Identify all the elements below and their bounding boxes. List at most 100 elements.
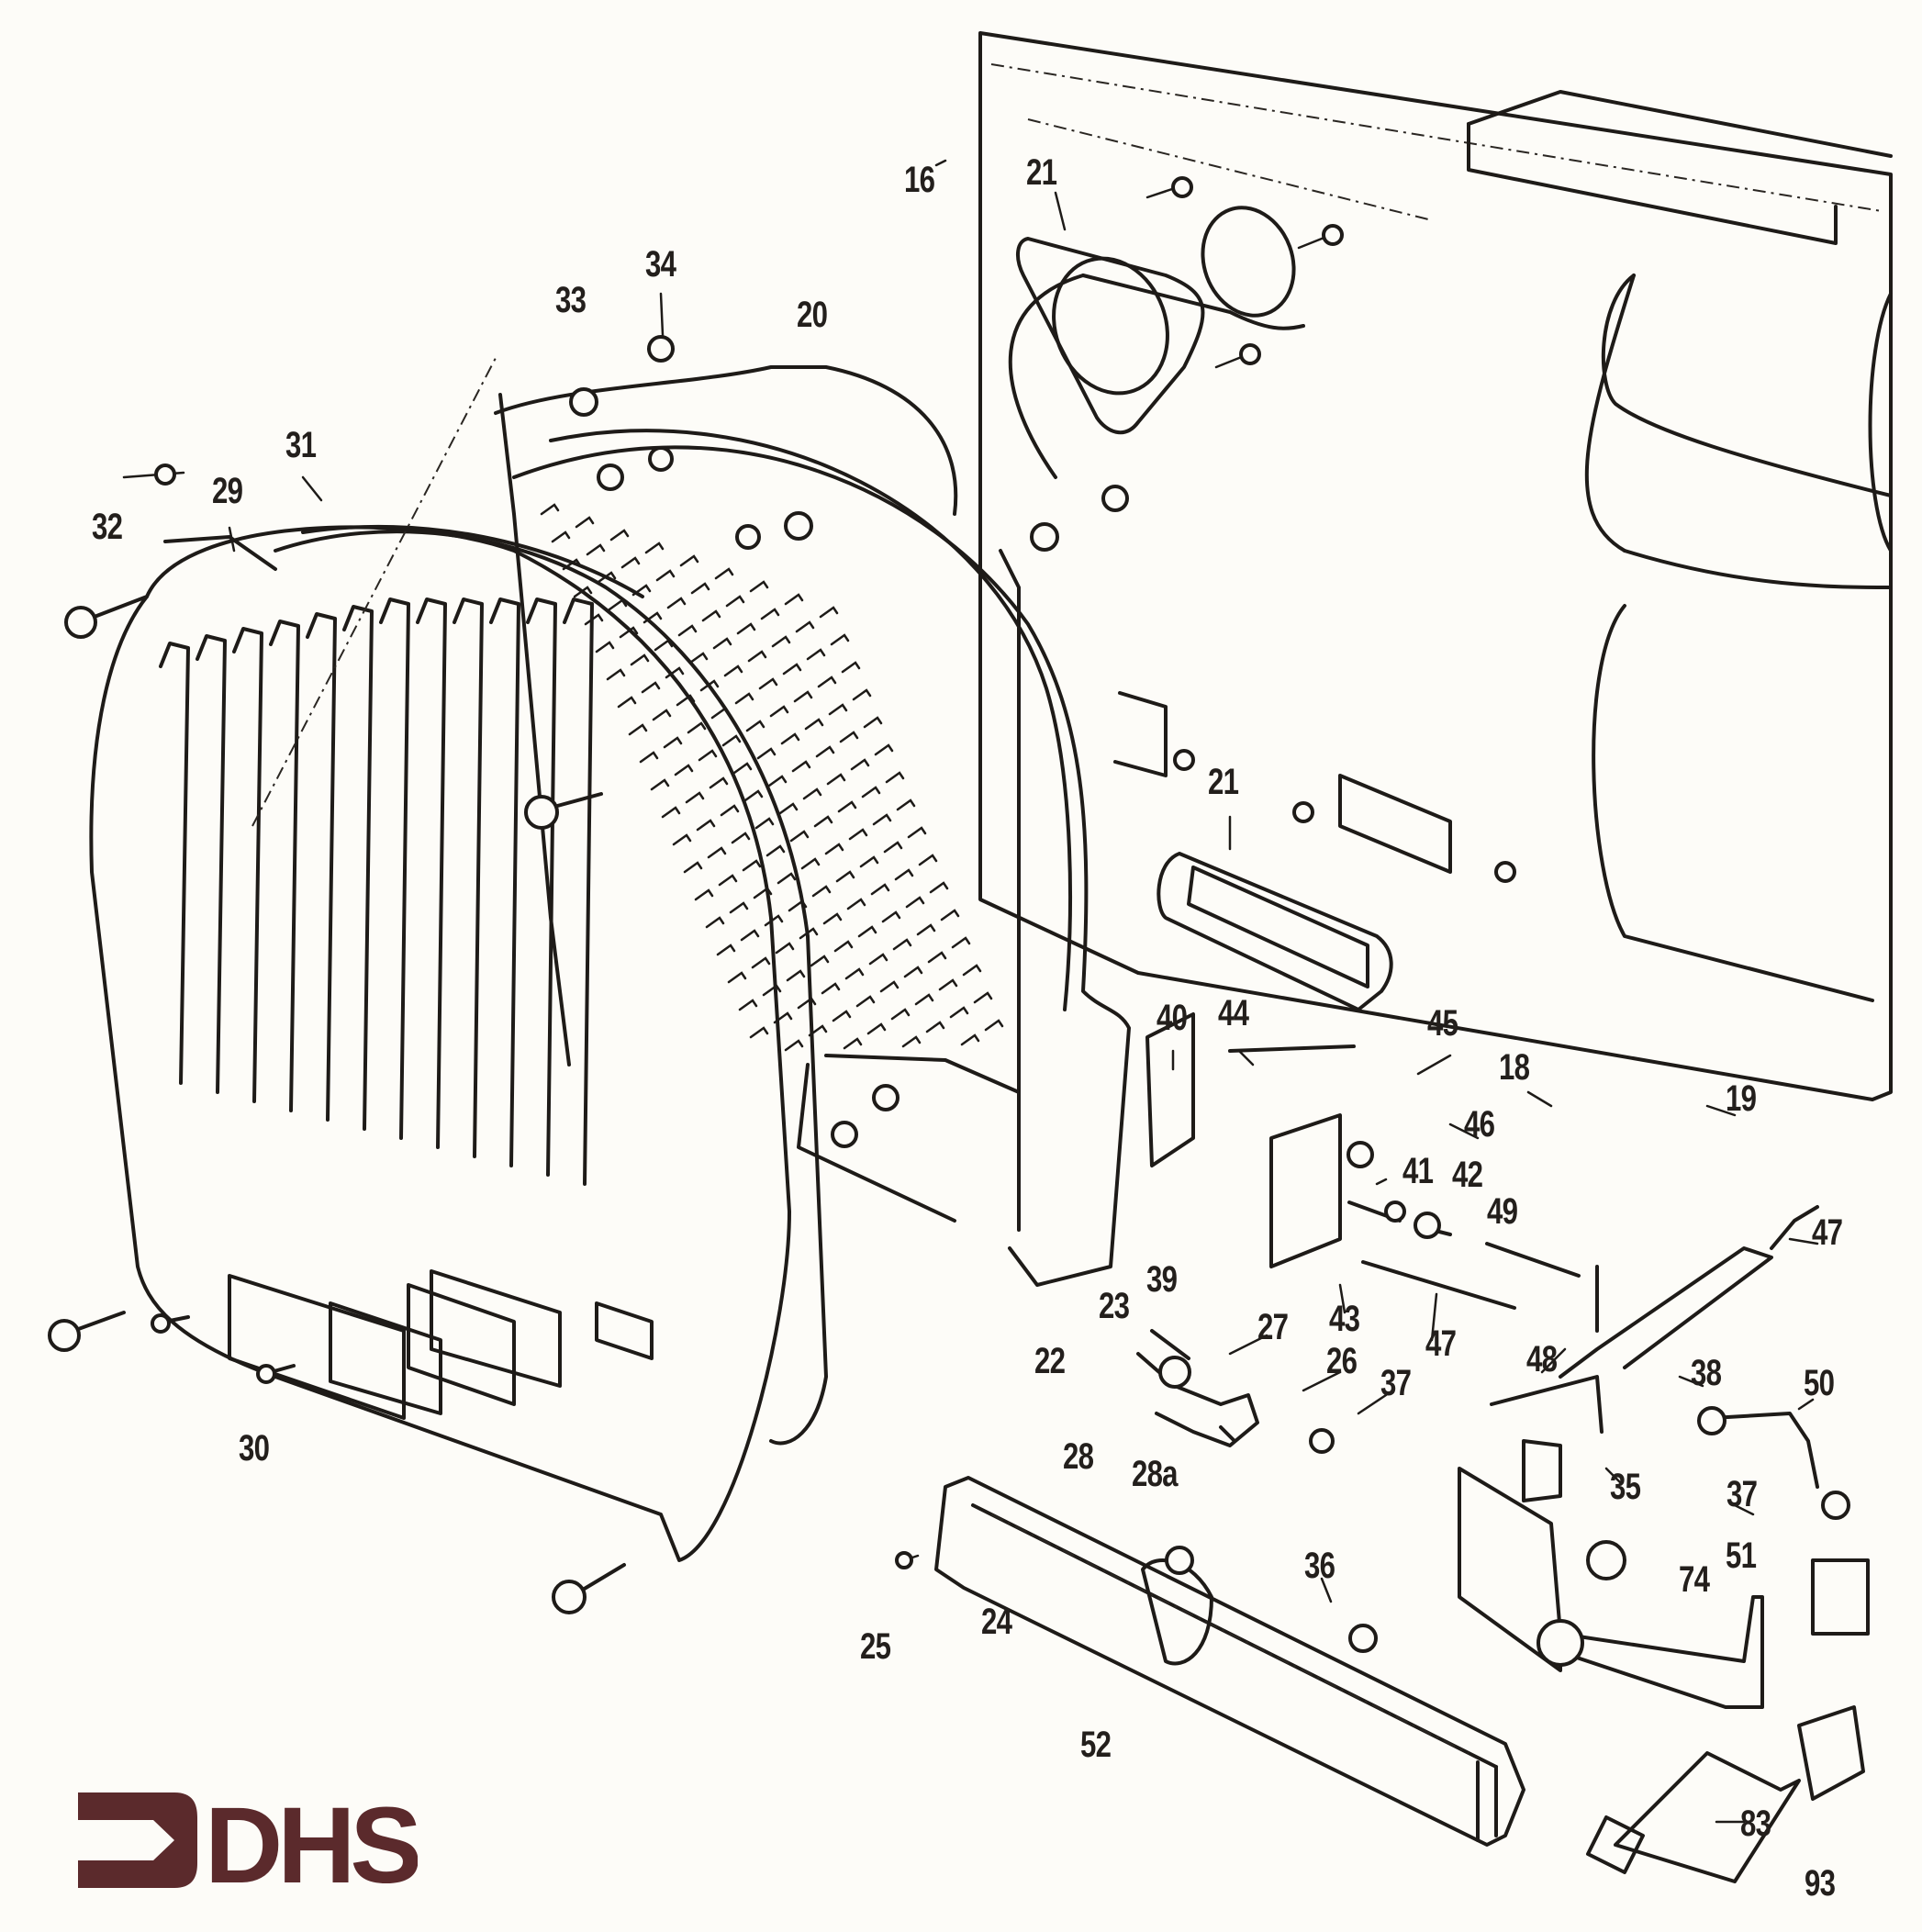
grid-vent (837, 800, 857, 813)
grid-vent (655, 569, 676, 582)
grid-vent (784, 593, 804, 606)
grid-vent (630, 653, 650, 666)
grid-vent (712, 637, 732, 650)
grid-vent (747, 650, 767, 663)
grid-vent (800, 857, 821, 870)
grid-vent (650, 778, 670, 791)
back-panel (978, 31, 1893, 1101)
grid-vent (765, 844, 786, 857)
grid-vent (892, 938, 912, 951)
flue-gasket (1016, 176, 1344, 552)
callout-46: 46 (1464, 1104, 1495, 1145)
callout-18: 18 (1499, 1047, 1530, 1088)
grid-vent (938, 978, 958, 991)
callout-33: 33 (555, 280, 587, 320)
leader-lines (228, 159, 1819, 1824)
grid-vent (672, 833, 692, 846)
grid-vent (863, 716, 883, 729)
grid-vent (679, 554, 699, 567)
grid-vent (890, 1008, 911, 1021)
grid-vent (960, 1033, 980, 1046)
callout-32: 32 (92, 507, 123, 547)
grid-vent (718, 874, 738, 887)
grid-vent (688, 652, 709, 664)
grid-vent (725, 595, 745, 608)
louvre-slot (159, 642, 190, 1085)
grid-vent (716, 944, 736, 956)
grid-vent (738, 999, 758, 1011)
grid-vent (903, 966, 923, 978)
grid-vent (870, 883, 890, 896)
louvre-slot (526, 597, 557, 1177)
grid-vent (690, 582, 710, 595)
grid-vent (620, 556, 641, 569)
arrow-bracket-icon (78, 1792, 197, 1888)
grid-vent (874, 743, 894, 756)
grid-vent (743, 789, 764, 802)
grid-vent (841, 661, 861, 674)
grid-vent (789, 830, 810, 843)
grid-vent (685, 791, 705, 804)
grid-vent (962, 964, 982, 977)
callout-44: 44 (1218, 993, 1249, 1033)
grid-vent (784, 1039, 804, 1052)
callout-27: 27 (1257, 1307, 1289, 1347)
grid-vent (745, 720, 765, 732)
grid-vent (777, 872, 797, 885)
grid-vent (852, 688, 872, 701)
grid-vent (797, 997, 817, 1010)
callout-74: 74 (1679, 1559, 1710, 1600)
grid-vent (949, 1006, 969, 1019)
grid-vent (793, 690, 813, 703)
callout-29: 29 (212, 471, 243, 511)
grid-vent (754, 817, 775, 830)
grid-vent (808, 1024, 828, 1037)
grid-vent (698, 749, 718, 762)
grid-vent (859, 855, 879, 868)
grid-vent (786, 969, 806, 982)
callout-28a: 28a (1132, 1454, 1179, 1494)
grid-vent (734, 692, 754, 705)
grid-vent (885, 771, 905, 784)
callout-50: 50 (1804, 1363, 1835, 1403)
grid-vent (771, 635, 791, 648)
grid-vent (729, 901, 749, 914)
grid-vent (732, 762, 753, 775)
grid-vent (674, 764, 694, 776)
grid-vent (799, 927, 819, 940)
grid-vent (861, 786, 881, 798)
callout-31: 31 (285, 425, 317, 465)
callout-34: 34 (645, 244, 676, 285)
grid-vent (901, 1035, 922, 1048)
grid-vent (905, 896, 925, 909)
louvre-slot (306, 612, 337, 1122)
grid-vent (802, 787, 822, 800)
grid-vent (925, 1021, 945, 1033)
callout-83: 83 (1740, 1804, 1771, 1844)
grid-vent (760, 608, 780, 620)
callout-20: 20 (797, 295, 828, 335)
grid-vent (749, 1026, 769, 1039)
grid-vent (644, 542, 665, 554)
grid-vent (914, 993, 934, 1006)
callout-47: 47 (1425, 1323, 1457, 1364)
grid-vent (764, 914, 784, 927)
grid-vent (573, 586, 593, 598)
grid-vent (767, 775, 788, 787)
grid-vent (826, 773, 846, 786)
callout-21: 21 (1208, 762, 1239, 802)
callout-36: 36 (1304, 1546, 1335, 1586)
grid-vent (896, 798, 916, 811)
grid-vent (736, 622, 756, 635)
grid-vent (575, 516, 595, 529)
callout-26: 26 (1326, 1341, 1358, 1381)
callout-49: 49 (1487, 1191, 1518, 1232)
grid-vent (619, 626, 639, 639)
grid-vent (811, 885, 832, 898)
grid-vent (832, 1010, 852, 1022)
louvre-slot (269, 620, 300, 1112)
grid-vent (894, 868, 914, 881)
grid-vent (705, 916, 725, 929)
callout-42: 42 (1452, 1155, 1483, 1195)
callout-93: 93 (1805, 1863, 1836, 1904)
